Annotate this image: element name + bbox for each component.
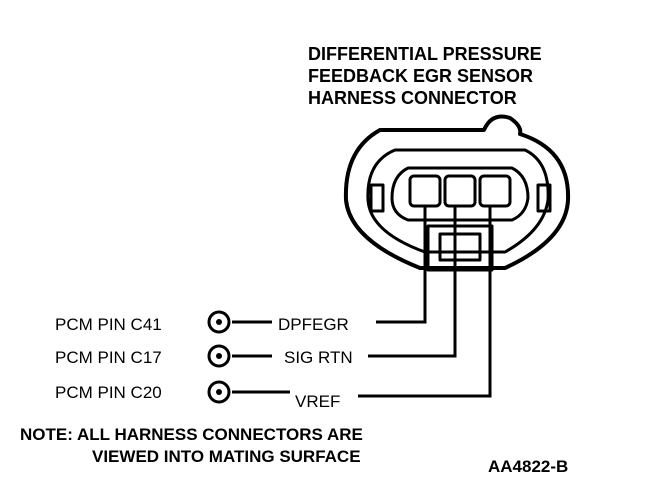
terminal-3 (478, 174, 512, 208)
title-line-3: HARNESS CONNECTOR (308, 88, 517, 108)
wire-dpfegr (376, 206, 427, 324)
connector-side-key-right (536, 183, 552, 213)
pin-terminal-center-icon (216, 389, 222, 395)
note-line-2: VIEWED INTO MATING SURFACE (92, 447, 361, 466)
circuit-label: SIG RTN (284, 348, 353, 367)
title-line-1: DIFFERENTIAL PRESSURE (308, 44, 542, 64)
terminal-2 (443, 174, 477, 208)
terminal-1 (408, 174, 442, 208)
harness-connector-drawing (343, 114, 571, 272)
connector-outer-shell (343, 114, 571, 270)
connector-latch-slot (438, 232, 482, 262)
pin-row-c20: PCM PIN C20 VREF (55, 380, 340, 411)
pin-row-c17: PCM PIN C17 SIG RTN (55, 344, 353, 368)
connector-latch-tab (426, 224, 494, 272)
pin-terminal-center-icon (216, 319, 222, 325)
pin-terminal-center-icon (216, 353, 222, 359)
connector-side-key-left (369, 183, 385, 213)
title-line-2: FEEDBACK EGR SENSOR (308, 66, 533, 86)
diagram-note: NOTE: ALL HARNESS CONNECTORS ARE VIEWED … (20, 425, 363, 466)
wire-vref (358, 206, 492, 398)
connector-terminals (408, 174, 512, 208)
diagram-title: DIFFERENTIAL PRESSURE FEEDBACK EGR SENSO… (308, 44, 542, 108)
figure-code: AA4822-B (488, 457, 568, 476)
pcm-pin-label: PCM PIN C41 (55, 315, 162, 334)
note-line-1: NOTE: ALL HARNESS CONNECTORS ARE (20, 425, 363, 444)
pin-row-c41: PCM PIN C41 DPFEGR (55, 310, 349, 334)
pcm-pin-label: PCM PIN C17 (55, 348, 162, 367)
circuit-label: VREF (295, 392, 340, 411)
wire-sig-rtn (368, 206, 457, 358)
pcm-pin-label: PCM PIN C20 (55, 383, 162, 402)
circuit-label: DPFEGR (278, 315, 349, 334)
harness-wires (358, 206, 492, 398)
connector-cavity (390, 166, 530, 222)
